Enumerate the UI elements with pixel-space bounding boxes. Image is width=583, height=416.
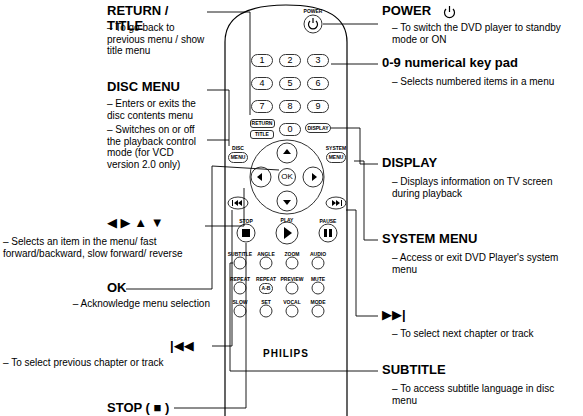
callout-heading: ◀ ▶ ▲ ▼ (107, 216, 202, 231)
callout-heading: DISPLAY (382, 156, 482, 171)
stop-button (237, 224, 255, 242)
button-text: 4 (259, 79, 264, 88)
button-text: 7 (259, 102, 264, 111)
button-label: VOCAL (283, 300, 301, 305)
remote-button: 7 (251, 100, 273, 113)
button-heading: REPEAT (256, 277, 276, 282)
button-text: MENU (329, 155, 344, 160)
button-text: 0 (287, 125, 292, 134)
callout-heading: DISC MENU (107, 80, 207, 95)
callout-heading: SYSTEM MENU (382, 232, 532, 247)
callout-heading: SUBTITLE (382, 363, 532, 378)
callout-description: – To select next chapter or track (392, 328, 577, 340)
callout-description: – To access subtitle language in disc me… (392, 383, 577, 406)
leader-lines (126, 12, 378, 408)
remote-button: OK (278, 168, 296, 186)
remote-button: 3 (307, 54, 329, 67)
callout-heading: ▶▶| (382, 308, 422, 323)
button-label: POWER (304, 9, 323, 14)
small-buttons (234, 257, 324, 317)
next-button (326, 197, 346, 209)
button-label: STOP (239, 219, 253, 224)
callout-heading: 0-9 numerical key pad (382, 56, 572, 71)
button-label: MODE (311, 300, 326, 305)
remote-button: 1 (251, 54, 273, 67)
button-symbols (232, 149, 342, 239)
prev-button (228, 197, 248, 209)
remote-button: 0 (279, 123, 301, 136)
remote-button: TITLE (250, 130, 274, 139)
button-label: PREVIEW (280, 277, 303, 282)
button-text: 8 (287, 102, 292, 111)
button-label: SLOW (233, 300, 248, 305)
button-heading: SYSTEM (326, 146, 347, 151)
callout-description: – To select previous chapter or track (3, 357, 208, 369)
button-label: ANGLE (257, 252, 275, 257)
button-text: MENU (231, 155, 246, 160)
button-text: A-B (262, 286, 271, 291)
callout-heading: OK (107, 281, 167, 296)
button-text: 2 (287, 56, 292, 65)
callout-description: – Selects numbered items in a menu (392, 76, 577, 88)
remote-button: 8 (279, 100, 301, 113)
button-text: 3 (315, 56, 320, 65)
remote-button: SYSTEMMENU (326, 152, 346, 163)
button-heading: DISC (232, 146, 244, 151)
play-button (276, 222, 298, 244)
button-text: 1 (259, 56, 264, 65)
button-text: 6 (315, 79, 320, 88)
callout-description: – Acknowledge menu selection (60, 298, 210, 310)
callout-description: – Access or exit DVD Player's system men… (392, 252, 577, 275)
button-label: AUDIO (310, 252, 326, 257)
power-button (304, 15, 322, 33)
left-button (251, 167, 271, 187)
callout-heading: POWER (382, 4, 442, 19)
button-label: REPEAT (230, 277, 250, 282)
nav-ring (250, 140, 324, 214)
remote-button: 2 (279, 54, 301, 67)
callout-description: – Switches on or off the playback contro… (107, 124, 207, 170)
remote-body-outline (225, 5, 347, 416)
remote-button: 4 (251, 77, 273, 90)
button-text: RETURN (252, 121, 273, 126)
remote-button: 6 (307, 77, 329, 90)
button-label: ZOOM (285, 252, 300, 257)
button-text: OK (281, 173, 293, 181)
callout-description: – Displays information on TV screen duri… (392, 176, 577, 199)
callout-heading: STOP ( ■ ) (107, 401, 187, 416)
button-label: SET (261, 300, 271, 305)
button-label: PAUSE (320, 219, 337, 224)
remote-button: 5 (279, 77, 301, 90)
button-label: SUBTITLE (228, 252, 252, 257)
button-text: DISPLAY (307, 126, 328, 131)
button-text: 9 (315, 102, 320, 111)
callout-heading: |◀◀ (170, 339, 210, 354)
pause-button (319, 224, 337, 242)
remote-button: DISCMENU (228, 152, 248, 163)
callout-description: – To switch the DVD player to standby mo… (392, 22, 577, 45)
button-label: MUTE (311, 277, 325, 282)
button-text: TITLE (255, 132, 269, 137)
callout-description: – Selects an item in the menu/ fast forw… (3, 236, 203, 259)
button-text: 5 (287, 79, 292, 88)
remote-button: REPEATA-B (259, 283, 273, 294)
brand-logo: PHILIPS (225, 348, 347, 359)
callout-description: – Enters or exits the disc contents menu (107, 98, 207, 121)
remote-button: 9 (307, 100, 329, 113)
right-button (303, 167, 323, 187)
callout-description: – To go back to previous menu / show tit… (107, 22, 207, 57)
remote-button: RETURN (250, 119, 275, 128)
up-button (277, 143, 297, 163)
remote-button: DISPLAY (305, 123, 331, 133)
button-label: PLAY (281, 218, 294, 223)
down-button (277, 191, 297, 211)
remote-body: PHILIPS123456789RETURNTITLE0DISPLAYDISCM… (225, 5, 347, 416)
